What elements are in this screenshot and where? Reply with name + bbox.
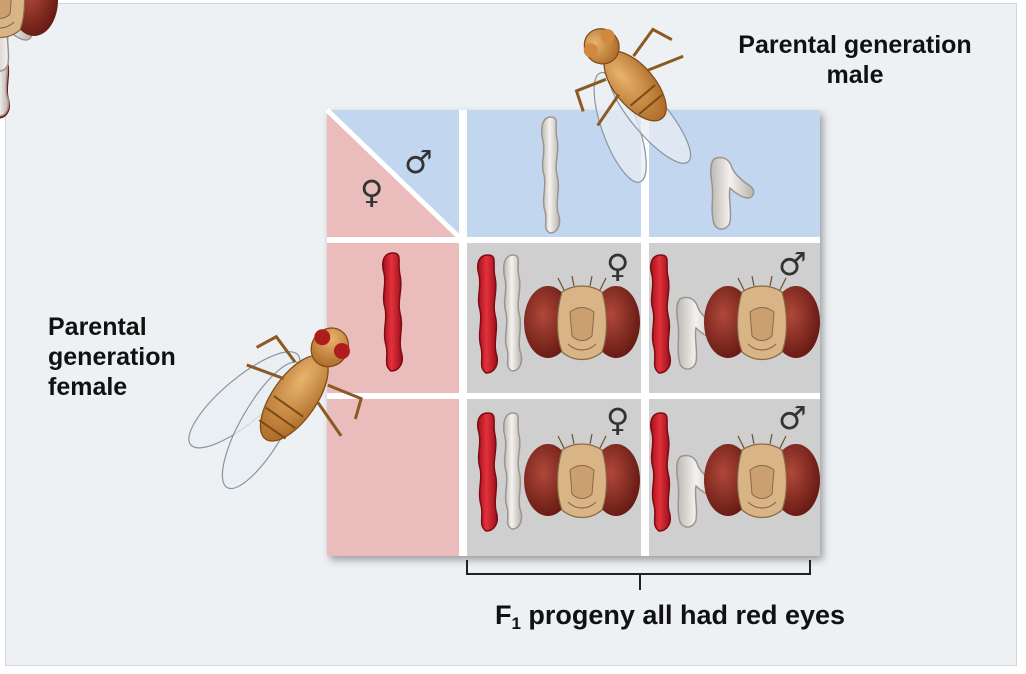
red-eye-fly-head — [0, 0, 58, 38]
f1-suffix: progeny all had red eyes — [521, 600, 845, 630]
male-symbol-corner: ♂ — [404, 146, 433, 178]
male-symbol-cell2: ♂ — [778, 248, 807, 280]
f1-progeny-label: F1 progeny all had red eyes — [440, 600, 900, 639]
f1-prefix: F — [495, 600, 512, 630]
parental-female-label: Parental generation female — [48, 312, 248, 402]
f1-subscript: 1 — [511, 614, 520, 633]
female-header-cell-2 — [327, 399, 459, 556]
female-symbol-cell1: ♀ — [606, 250, 629, 282]
f1-bracket — [467, 560, 810, 590]
male-symbol-cell4: ♂ — [778, 402, 807, 434]
parental-male-label: Parental generation male — [690, 30, 1020, 90]
female-symbol-cell3: ♀ — [606, 404, 629, 436]
female-symbol-corner: ♀ — [360, 176, 383, 208]
